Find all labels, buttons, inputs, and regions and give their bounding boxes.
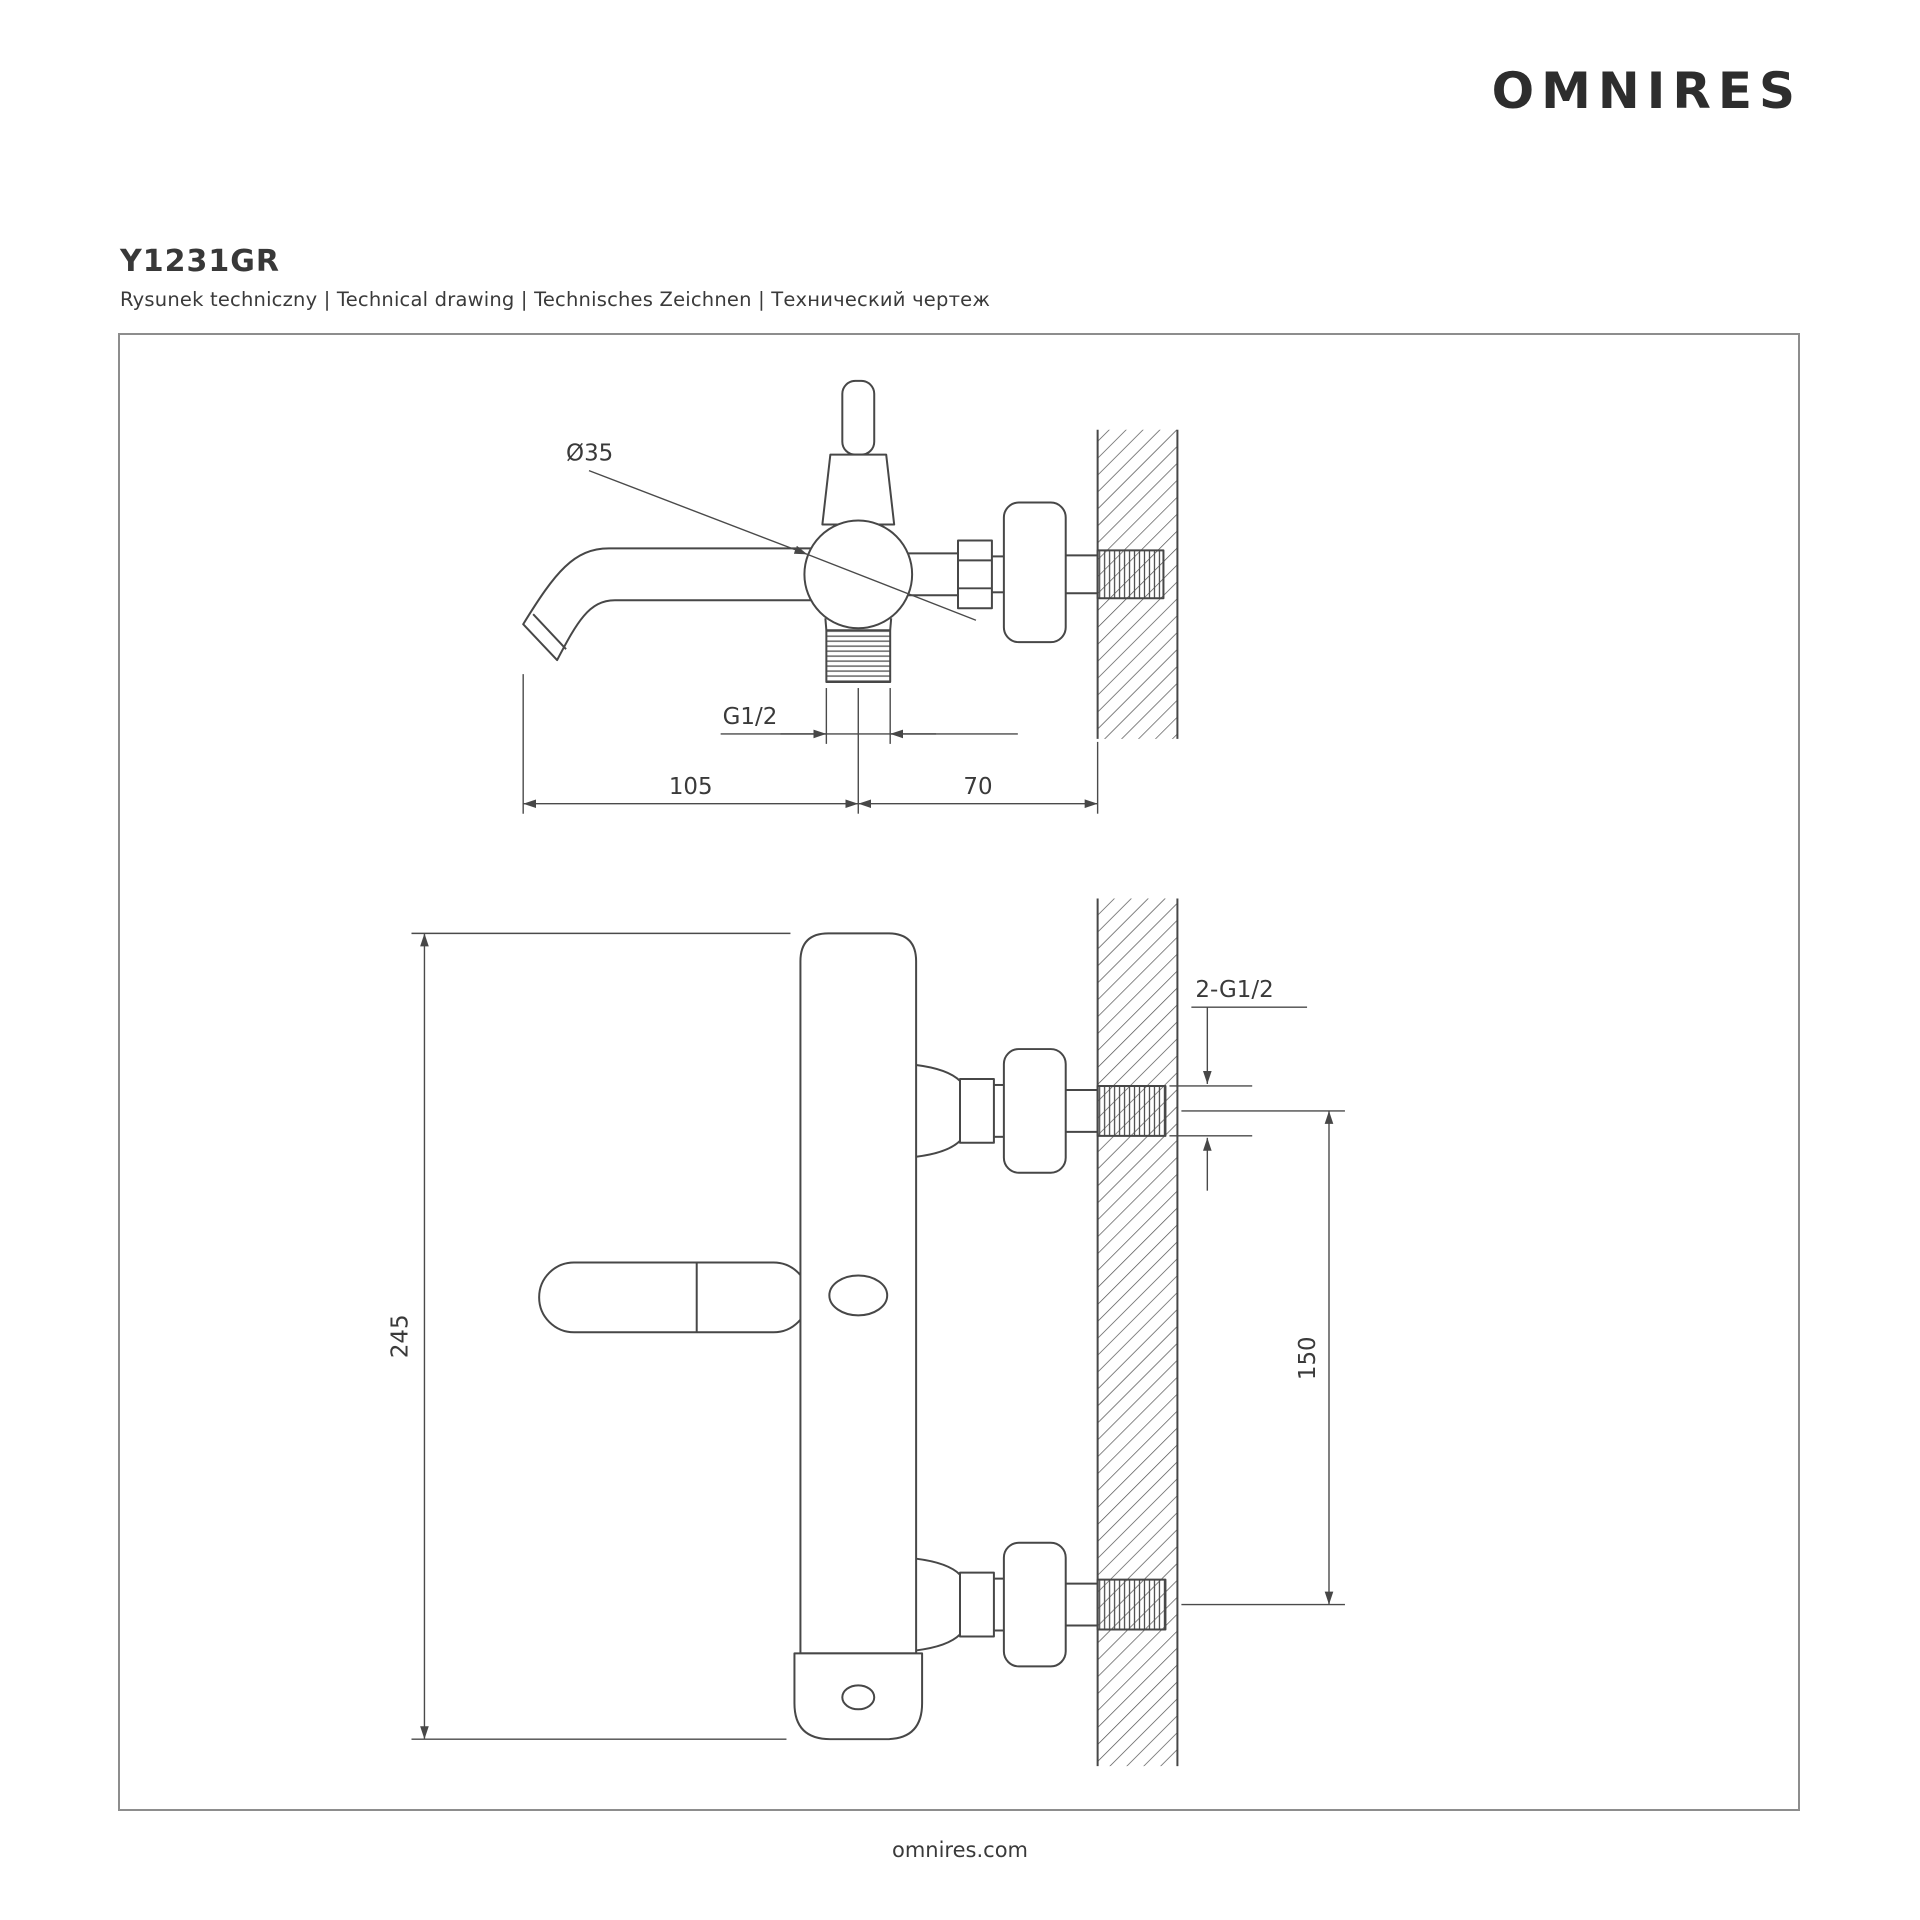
body-badge	[828, 1274, 889, 1317]
drawing-subtitle: Rysunek techniczny | Technical drawing |…	[120, 288, 991, 311]
wall-section-bottom	[1097, 898, 1178, 1767]
wall-thread-pipe	[1096, 549, 1165, 600]
technical-drawing: Ø35 G1/2 105 70	[387, 379, 1345, 1767]
lever-handle	[538, 1261, 810, 1334]
bottom-cap	[793, 1652, 924, 1741]
front-view-labels: 245 150 2-G1/2	[387, 977, 1321, 1380]
dim-spout-diameter-label: Ø35	[566, 441, 613, 467]
outlet-thread	[825, 629, 892, 684]
side-view-dimensions	[522, 469, 1099, 814]
handle-stem	[841, 379, 876, 456]
escutcheon	[1002, 501, 1067, 644]
shower-outlet	[841, 1684, 876, 1711]
top-wall-thread	[1096, 1084, 1167, 1137]
top-escutcheon	[1002, 1048, 1067, 1174]
product-code: Y1231GR	[120, 244, 280, 279]
dim-spout-thread-label: G1/2	[723, 704, 778, 730]
side-view-labels: Ø35 G1/2 105 70	[566, 441, 992, 800]
bottom-escutcheon	[1002, 1541, 1067, 1668]
side-view	[522, 379, 1179, 739]
dim-inlet-spacing-label: 150	[1295, 1336, 1321, 1380]
footer-url: omnires.com	[891, 1838, 1028, 1862]
top-connection-nut	[959, 1077, 995, 1144]
brand-logo: OMNIRES	[1491, 62, 1802, 120]
dim-spout-length-label: 105	[669, 774, 713, 800]
mixer-body	[799, 932, 918, 1655]
front-view	[538, 898, 1179, 1767]
handle-base	[821, 453, 896, 526]
bottom-wall-thread	[1096, 1578, 1167, 1631]
dim-wall-distance-label: 70	[963, 774, 992, 800]
front-view-dimensions	[411, 932, 1345, 1740]
aerator-line	[532, 613, 567, 650]
dim-inlet-threads-label: 2-G1/2	[1195, 977, 1273, 1003]
bottom-connection-nut	[959, 1571, 995, 1638]
drawing-frame: Ø35 G1/2 105 70	[118, 333, 1800, 1811]
spout	[522, 547, 820, 662]
connection-nut	[957, 539, 993, 610]
dim-body-height-label: 245	[387, 1314, 413, 1358]
